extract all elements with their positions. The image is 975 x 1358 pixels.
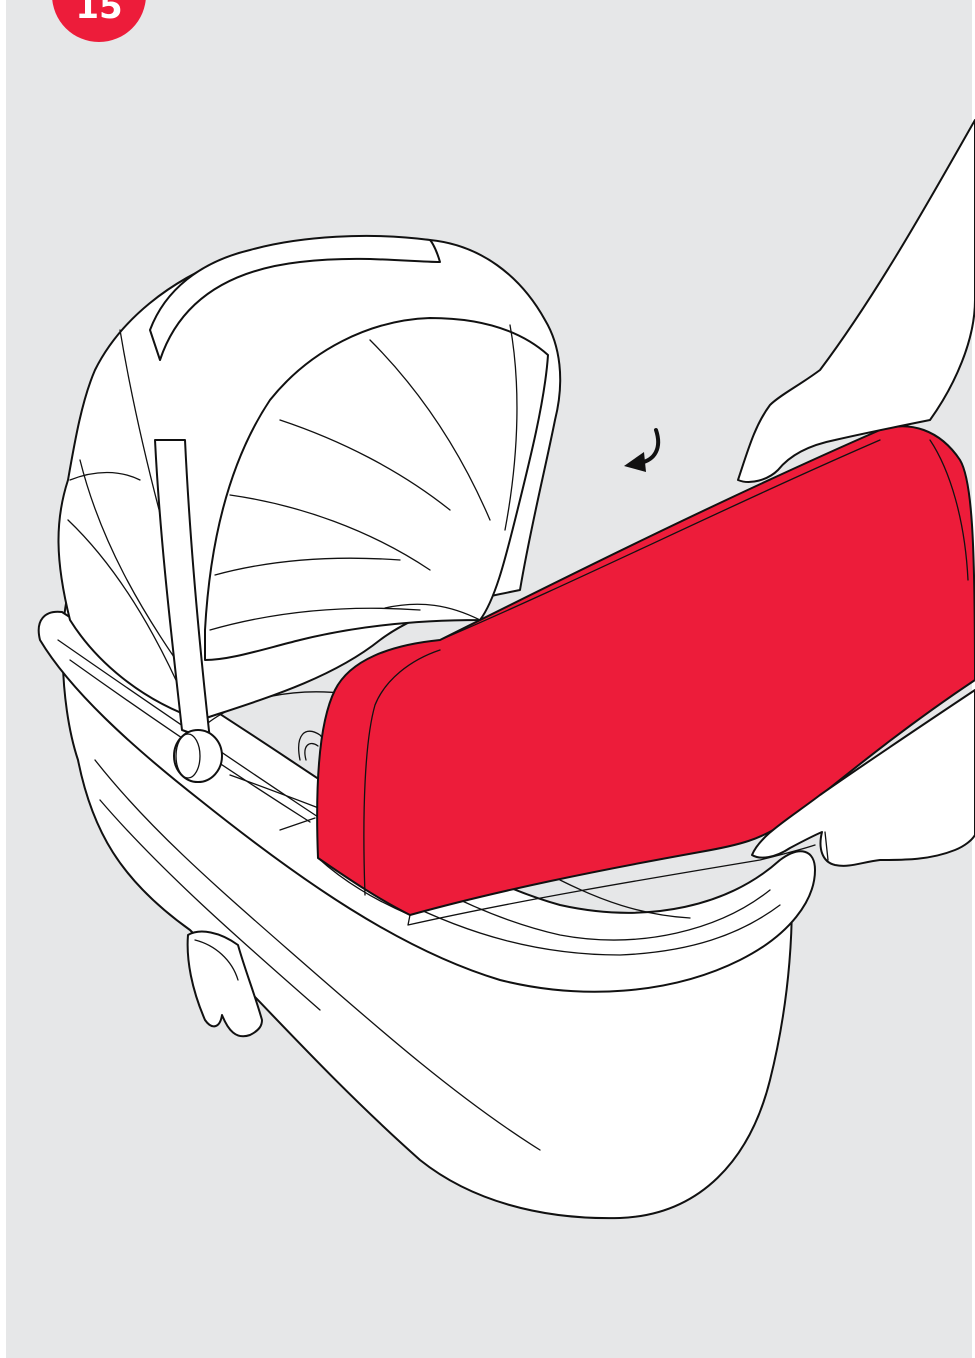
curved-arrow-down-left-icon xyxy=(624,430,658,472)
